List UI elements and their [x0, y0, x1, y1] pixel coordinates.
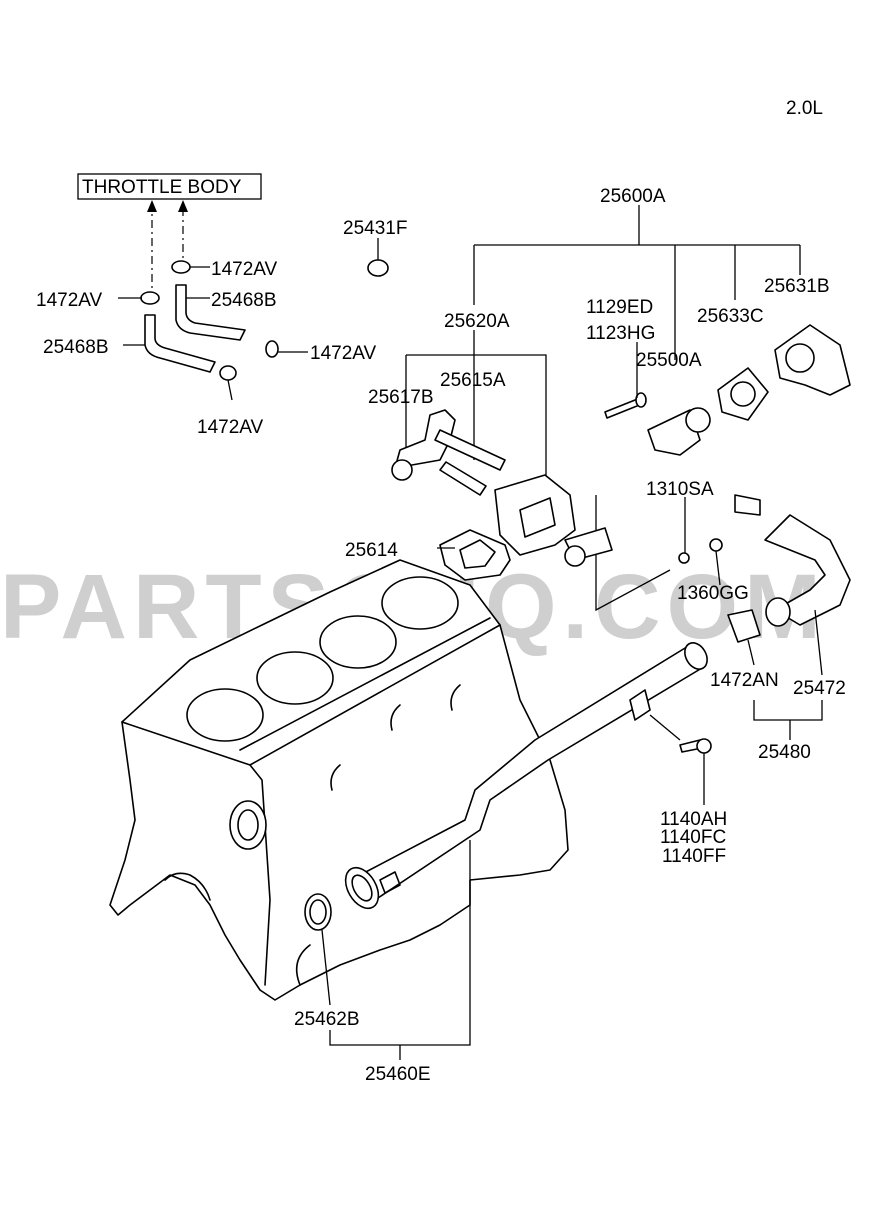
- callout-1472AV-top: 1472AV: [211, 259, 278, 280]
- thermostat-housing: [494, 474, 576, 556]
- callout-1472AV-bottom: 1472AV: [197, 417, 264, 438]
- callout-25431F: 25431F: [343, 218, 407, 239]
- throttle-body-label: THROTTLE BODY: [82, 177, 242, 198]
- callout-25468B-left: 25468B: [43, 337, 109, 358]
- o-ring-part: [304, 893, 332, 931]
- callout-25615A: 25615A: [440, 370, 506, 391]
- callout-25617B: 25617B: [368, 387, 434, 408]
- callout-1360GG: 1360GG: [677, 583, 749, 604]
- callout-1140AH: 1140AH: [660, 809, 727, 830]
- gasket-part: [439, 529, 511, 581]
- throttle-body-box: THROTTLE BODY: [77, 173, 262, 200]
- callout-25633C: 25633C: [697, 306, 764, 327]
- bypass-pipe: [394, 409, 456, 469]
- callout-1472AV-left: 1472AV: [36, 290, 103, 311]
- callout-25462B: 25462B: [294, 1009, 360, 1030]
- callout-25620A: 25620A: [444, 311, 510, 332]
- callout-1310SA: 1310SA: [646, 479, 714, 500]
- callout-25500A: 25500A: [636, 350, 702, 371]
- callout-1140FF: 1140FF: [662, 846, 726, 867]
- engine-block: [109, 559, 569, 1001]
- callout-1472AV-mid: 1472AV: [310, 343, 377, 364]
- radiator-hose: [764, 514, 851, 626]
- callout-25600A: 25600A: [600, 186, 666, 207]
- callout-25631B: 25631B: [764, 276, 830, 297]
- callout-1472AN: 1472AN: [710, 670, 779, 691]
- callout-1140FC: 1140FC: [660, 827, 726, 848]
- callout-25614: 25614: [345, 540, 398, 561]
- callout-25472: 25472: [793, 678, 846, 699]
- hose-upper: [175, 284, 246, 341]
- callout-25460E: 25460E: [365, 1064, 431, 1085]
- engine-label: 2.0L: [786, 98, 823, 119]
- callout-1123HG: 1123HG: [586, 323, 655, 344]
- water-outlet: [774, 324, 851, 396]
- hose-clamp: [727, 609, 761, 643]
- callout-25480: 25480: [758, 742, 811, 763]
- callout-1129ED: 1129ED: [586, 297, 653, 318]
- hose-lower: [144, 314, 216, 373]
- thermostat-gasket: [717, 367, 769, 421]
- cap-part: [367, 259, 389, 277]
- callout-25468B-right: 25468B: [211, 290, 277, 311]
- water-pipe: [344, 642, 708, 910]
